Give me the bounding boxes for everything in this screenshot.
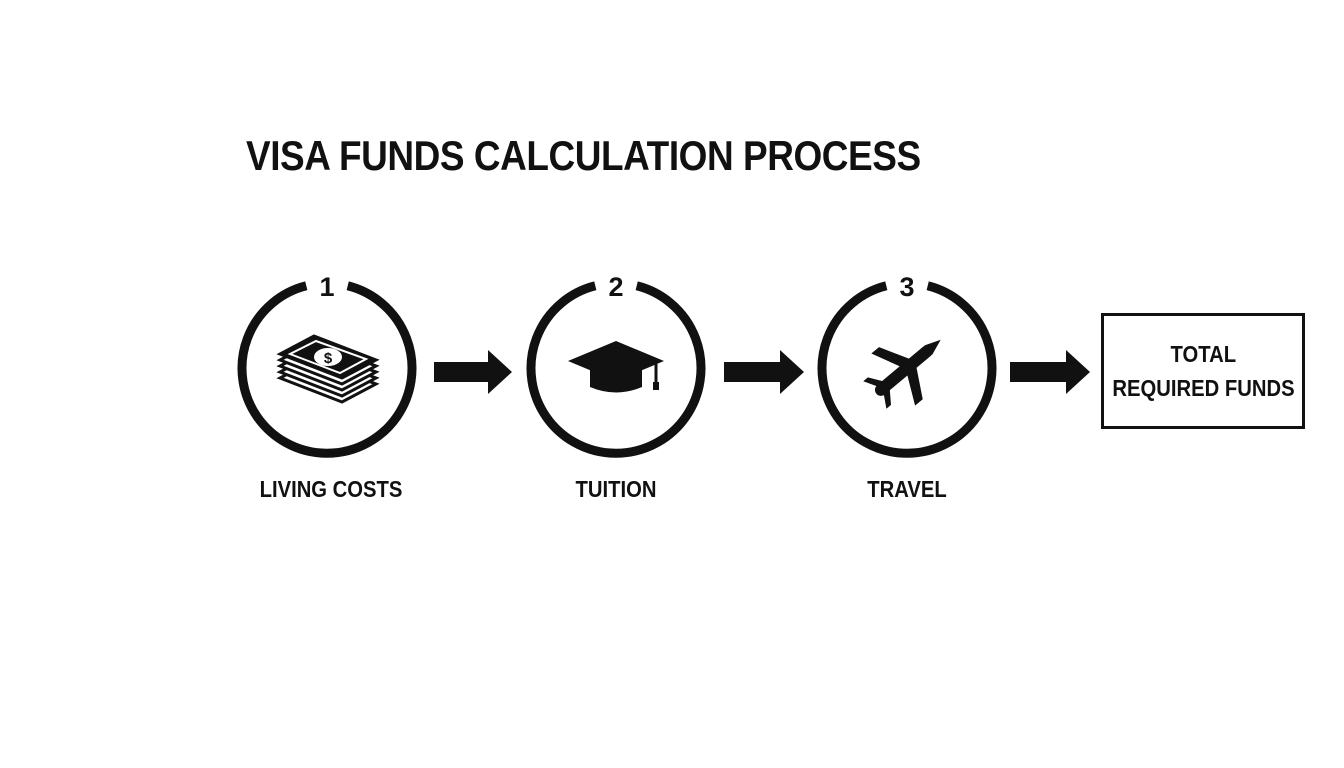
step-3-ring bbox=[817, 281, 997, 458]
arrow-2 bbox=[724, 350, 804, 394]
step-2-number: 2 bbox=[608, 272, 623, 302]
money-stack-icon: $ bbox=[276, 334, 380, 404]
airplane-icon bbox=[863, 339, 941, 409]
total-line-1: TOTAL bbox=[1170, 341, 1236, 367]
diagram-title: VISA FUNDS CALCULATION PROCESS bbox=[246, 132, 921, 179]
step-1-ring bbox=[237, 281, 417, 458]
arrow-1 bbox=[434, 350, 512, 394]
total-line-2: REQUIRED FUNDS bbox=[1111, 375, 1295, 401]
total-required-funds-box: TOTAL REQUIRED FUNDS bbox=[1101, 313, 1305, 429]
arrow-3 bbox=[1010, 350, 1090, 394]
step-2-label: TUITION bbox=[575, 476, 657, 502]
step-2-ring bbox=[526, 281, 706, 458]
step-1-node: 1 $ bbox=[237, 272, 417, 458]
step-3-node: 3 bbox=[817, 272, 997, 458]
graduation-cap-icon bbox=[568, 341, 664, 393]
step-1-label: LIVING COSTS bbox=[259, 476, 403, 502]
svg-text:$: $ bbox=[324, 350, 333, 367]
step-3-label: TRAVEL bbox=[867, 476, 947, 502]
step-2-node: 2 bbox=[526, 272, 706, 458]
step-1-number: 1 bbox=[319, 272, 334, 302]
step-3-number: 3 bbox=[899, 272, 914, 302]
